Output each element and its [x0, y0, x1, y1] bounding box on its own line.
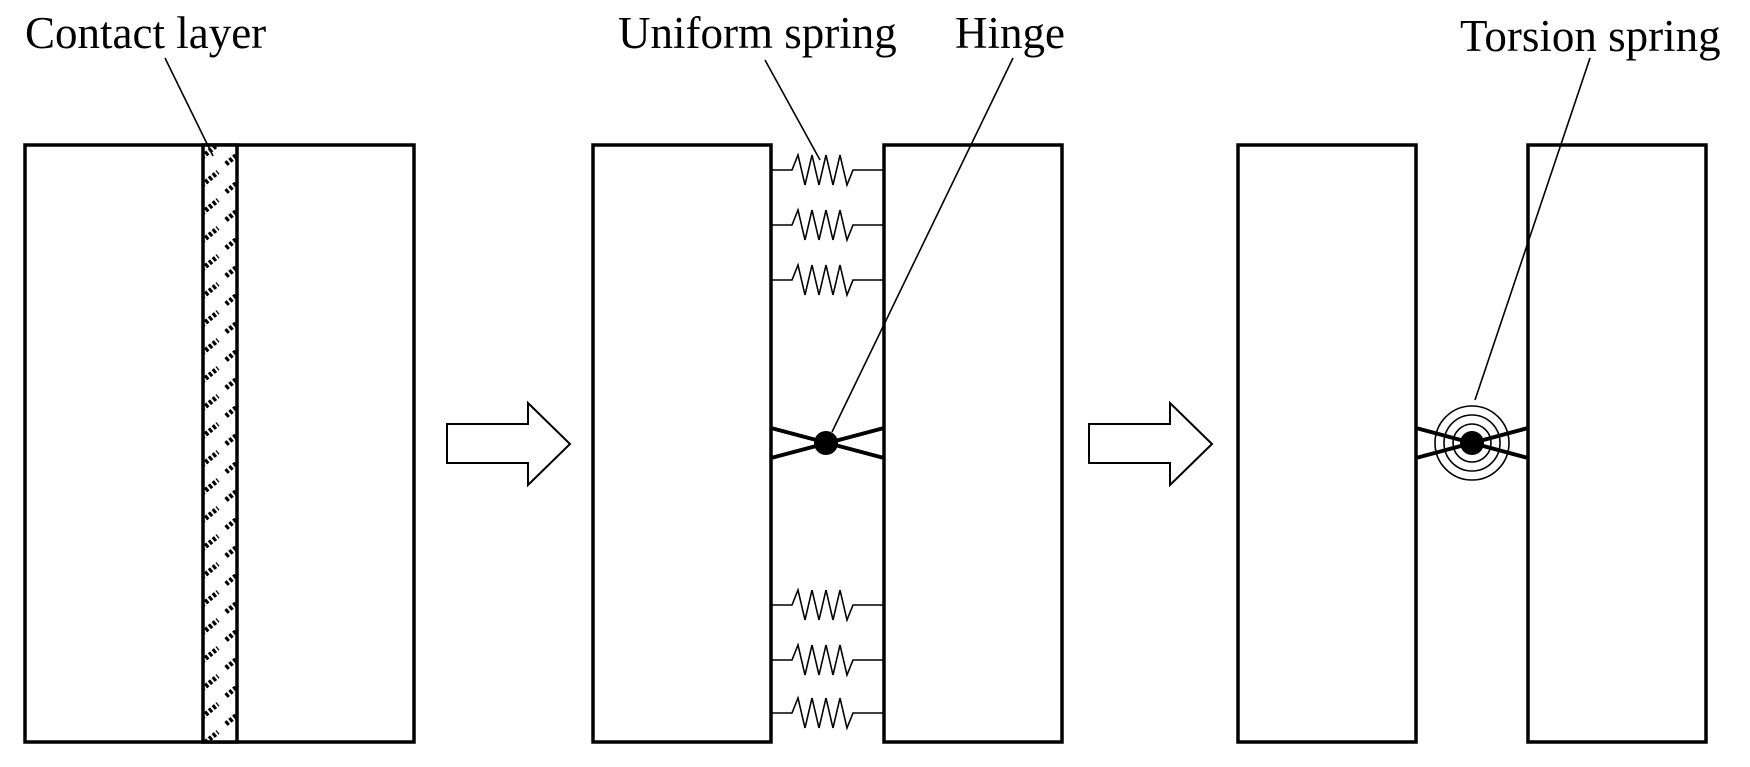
torsion-hinge — [1415, 405, 1529, 481]
left-block — [1236, 143, 1418, 744]
panel-torsion-spring: Torsion spring — [1236, 11, 1721, 744]
hinge-label: Hinge — [955, 8, 1065, 58]
torsion-coil-icon — [1443, 414, 1501, 472]
spring-icon — [771, 207, 884, 243]
torsion-coil-icon — [1434, 405, 1510, 481]
right-arrow-icon — [446, 400, 572, 488]
panel-spring-hinge: Uniform spring Hinge — [591, 8, 1065, 744]
uniform-spring-leader — [764, 59, 821, 161]
spring-icon — [771, 695, 884, 731]
hinge-pin-icon — [1460, 431, 1484, 455]
contact-layer-leader — [164, 57, 214, 157]
hinge — [770, 426, 885, 460]
left-block — [591, 143, 773, 744]
spring-icon — [771, 642, 884, 678]
spring-icon — [771, 152, 884, 188]
hinge-pin-icon — [814, 431, 838, 455]
spring-icon — [771, 262, 884, 298]
contact-layer-strip — [201, 143, 239, 744]
right-block — [882, 143, 1064, 744]
torsion-spring-label: Torsion spring — [1460, 11, 1721, 61]
torsion-coil-icon — [1452, 423, 1492, 463]
panel-contact-layer: Contact layer — [23, 8, 416, 744]
right-arrow-icon — [1088, 400, 1214, 488]
uniform-spring-label: Uniform spring — [618, 8, 897, 58]
right-block — [1526, 143, 1708, 744]
contact-layer-label: Contact layer — [25, 8, 266, 58]
spring-icon — [771, 587, 884, 623]
hinge-leader — [831, 57, 1014, 433]
uniform-springs — [771, 152, 884, 731]
torsion-spring-leader — [1474, 57, 1591, 401]
